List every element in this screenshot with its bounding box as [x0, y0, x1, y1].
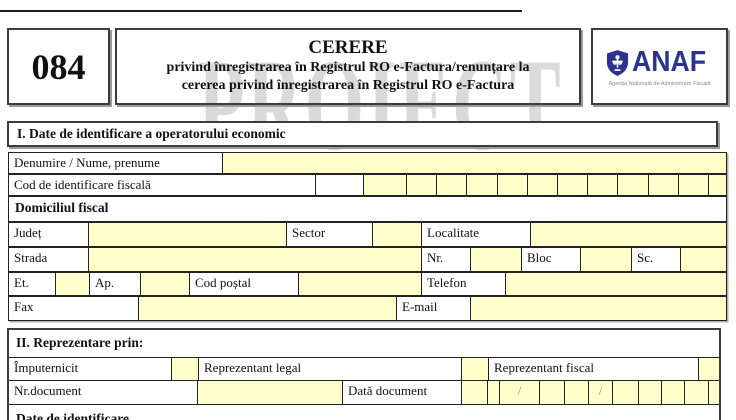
domiciliul-fiscal-subheader: Domiciliul fiscal [8, 196, 727, 222]
anaf-wordmark: ANAF [632, 46, 707, 78]
cod-fiscal-prefix-box[interactable] [316, 175, 364, 195]
cif-char-boxes [407, 175, 709, 195]
localitate-field[interactable] [531, 223, 726, 246]
section2-header: II. Reprezentare prin: [16, 335, 144, 350]
reprezentant-fiscal-checkbox[interactable] [699, 358, 719, 380]
cif-char-box[interactable] [618, 175, 649, 195]
anaf-subtitle: Agenția Națională de Administrare Fiscal… [608, 81, 711, 87]
section2-box: II. Reprezentare prin: Împuternicit Repr… [7, 328, 721, 420]
data-document-label: Dată document [342, 381, 462, 404]
date-char-box[interactable] [540, 381, 565, 404]
fax-field[interactable] [139, 297, 396, 320]
strada-label: Strada [9, 248, 89, 271]
telefon-field[interactable] [506, 273, 726, 295]
cif-char-box[interactable] [527, 175, 558, 195]
cif-char-box[interactable] [588, 175, 619, 195]
cif-char-box[interactable] [497, 175, 528, 195]
denumire-label: Denumire / Nume, prenume [9, 153, 223, 173]
cod-fiscal-gap-field[interactable] [364, 175, 407, 195]
ap-field[interactable] [141, 273, 189, 295]
row-fax: Fax E-mail [8, 296, 727, 321]
date-char-box[interactable] [639, 381, 662, 404]
date-char-box[interactable] [613, 381, 639, 404]
cod-fiscal-trailing-field[interactable] [708, 175, 726, 195]
top-rule-line [0, 10, 522, 12]
et-field[interactable] [56, 273, 89, 295]
bloc-label: Bloc [521, 248, 581, 271]
reprezentant-fiscal-label: Reprezentant fiscal [488, 358, 699, 380]
sector-label: Sector [286, 223, 373, 246]
domiciliul-fiscal-label: Domiciliul fiscal [15, 200, 109, 215]
reprezentant-legal-checkbox[interactable] [462, 358, 488, 380]
date-char-box[interactable] [685, 381, 709, 404]
bloc-field[interactable] [581, 248, 631, 271]
cod-postal-field[interactable] [299, 273, 421, 295]
date-char-boxes: // [488, 381, 719, 404]
ap-label: Ap. [89, 273, 141, 295]
imputernicit-label: Împuternicit [9, 358, 172, 380]
data-document-gap-field[interactable] [462, 381, 488, 404]
section1-title: I. Date de identificare a operatorului e… [17, 126, 286, 141]
form-number-box: 084 [7, 28, 110, 105]
cif-char-box[interactable] [407, 175, 438, 195]
row-reprezentare: Împuternicit Reprezentant legal Reprezen… [9, 357, 719, 381]
cod-fiscal-label: Cod de identificare fiscală [9, 175, 316, 195]
denumire-field[interactable] [223, 153, 726, 173]
et-label: Et. [9, 273, 56, 295]
row-etaj: Et. Ap. Cod poștal Telefon [8, 272, 727, 296]
nr-field[interactable] [471, 248, 521, 271]
form-number: 084 [31, 46, 86, 87]
date-char-box[interactable] [662, 381, 685, 404]
form-subtitle-line1: privind înregistrarea în Registrul RO e-… [166, 60, 530, 75]
reprezentant-legal-label: Reprezentant legal [198, 358, 462, 380]
form-title-box: CERERE privind înregistrarea în Registru… [115, 28, 581, 105]
form-title: CERERE [308, 37, 388, 58]
cod-postal-label: Cod poștal [189, 273, 299, 295]
email-field[interactable] [471, 297, 726, 320]
imputernicit-checkbox[interactable] [172, 358, 198, 380]
nr-document-field[interactable] [198, 381, 342, 404]
cif-char-box[interactable] [437, 175, 468, 195]
date-separator-cell: / [589, 381, 613, 404]
row-document: Nr.document Dată document // [9, 381, 719, 405]
section1-header: I. Date de identificare a operatorului e… [7, 121, 718, 147]
cif-char-box[interactable] [557, 175, 589, 195]
judet-label: Județ [9, 223, 89, 246]
nr-document-label: Nr.document [9, 381, 198, 404]
form-subtitle-line2: cererea privind înregistrarea în Registr… [181, 78, 515, 93]
email-label: E-mail [396, 297, 471, 320]
cif-char-box[interactable] [467, 175, 498, 195]
date-char-box[interactable] [488, 381, 500, 404]
telefon-label: Telefon [421, 273, 506, 295]
row-denumire: Denumire / Nume, prenume [8, 152, 727, 174]
section3-header: Date de identificare [9, 405, 719, 420]
nr-label: Nr. [421, 248, 471, 271]
cif-char-box[interactable] [648, 175, 679, 195]
date-separator-cell: / [500, 381, 540, 404]
sector-field[interactable] [373, 223, 421, 246]
sc-label: Sc. [631, 248, 681, 271]
fax-label: Fax [9, 297, 139, 320]
localitate-label: Localitate [421, 223, 531, 246]
anaf-shield-icon [607, 49, 629, 76]
date-char-box[interactable] [565, 381, 589, 404]
row-cod-fiscal: Cod de identificare fiscală [8, 174, 727, 196]
date-char-box[interactable] [709, 381, 719, 404]
strada-field[interactable] [89, 248, 421, 271]
judet-field[interactable] [89, 223, 286, 246]
sc-field[interactable] [681, 248, 726, 271]
anaf-logo-box: ANAF Agenția Națională de Administrare F… [591, 28, 728, 105]
cif-char-box[interactable] [678, 175, 709, 195]
row-strada: Strada Nr. Bloc Sc. [8, 247, 727, 272]
row-judet: Județ Sector Localitate [8, 222, 727, 247]
